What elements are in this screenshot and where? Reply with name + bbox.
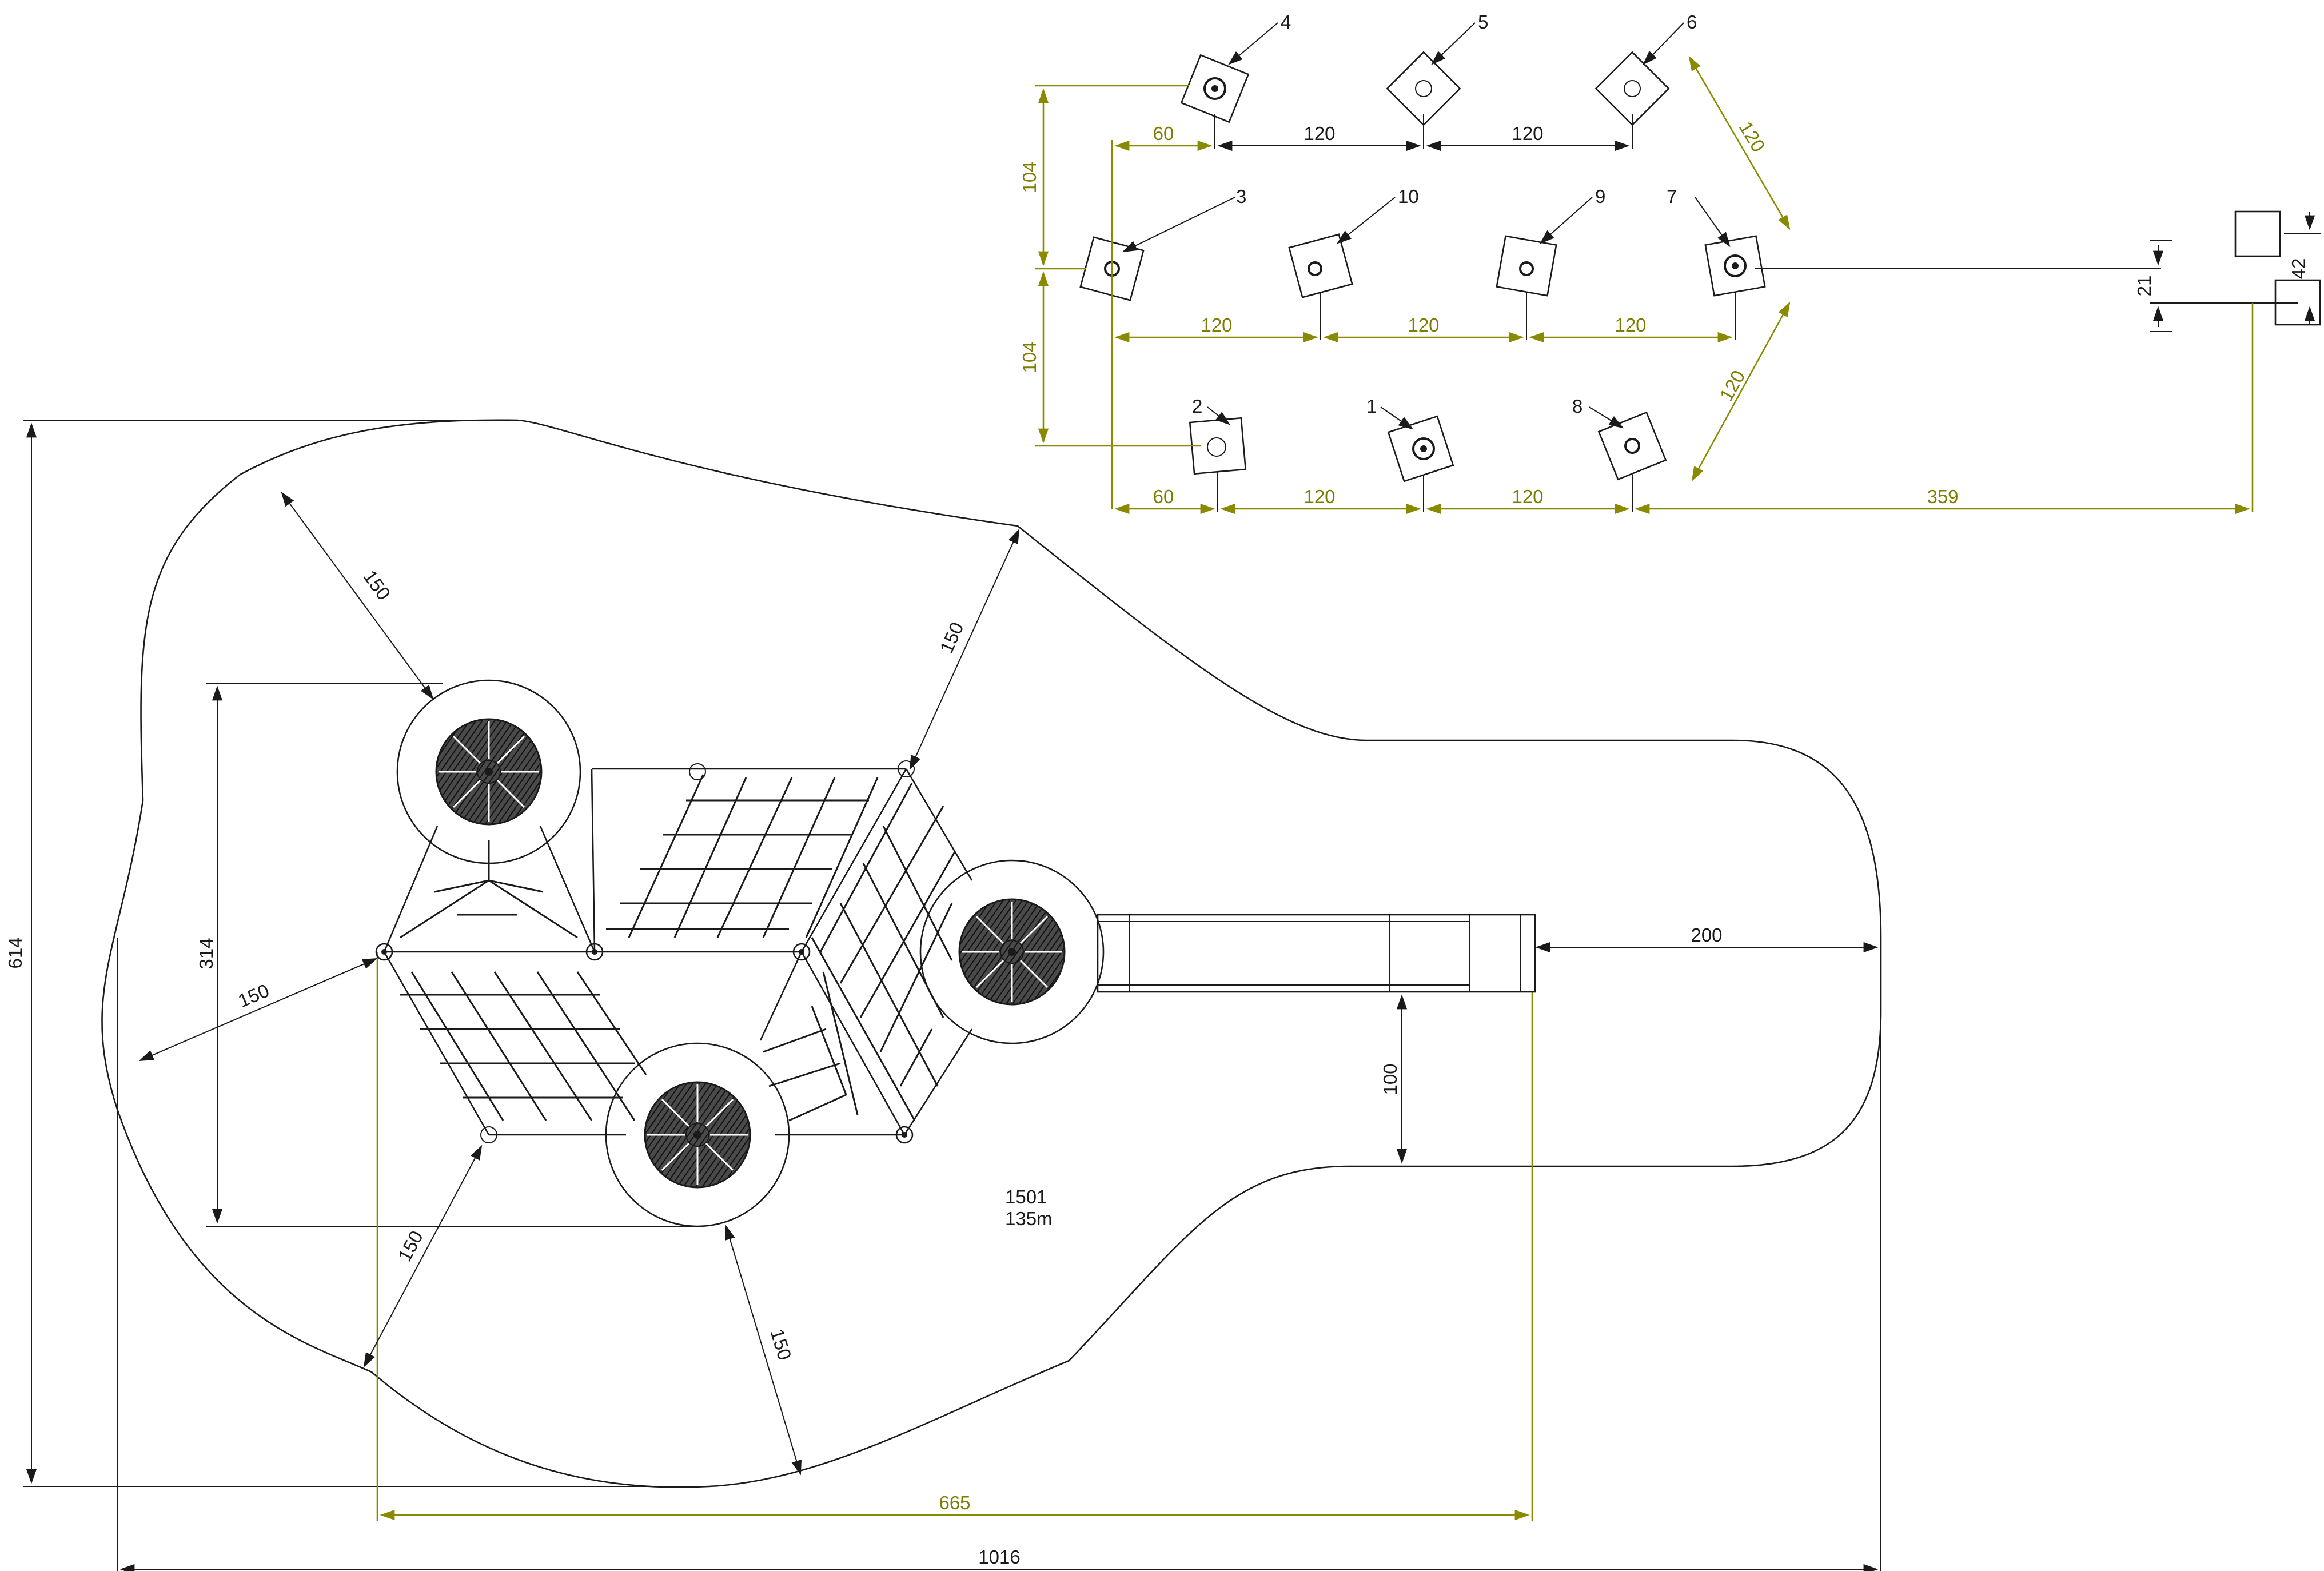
- dim-mid-120-a: 120: [1201, 314, 1232, 336]
- dimension-footprint: 665: [376, 952, 1533, 1521]
- dim-1016: 1016: [978, 1546, 1020, 1568]
- footing-label-2: 2: [1192, 396, 1202, 417]
- dim-200: 200: [1691, 924, 1722, 946]
- dimension-slide-clearance: 200: [1535, 924, 1879, 953]
- area-code: 1501: [1005, 1186, 1047, 1207]
- footing-7: [1704, 235, 1766, 297]
- dim-top-120-b: 120: [1512, 123, 1543, 144]
- dim-bot-359: 359: [1927, 486, 1958, 507]
- dim-150-e: 150: [766, 1326, 795, 1362]
- tower-bottom: [605, 1042, 790, 1227]
- triangle-net-left: [400, 840, 578, 939]
- slide: [1097, 914, 1536, 993]
- footing-label-6: 6: [1687, 11, 1697, 33]
- dim-314: 314: [196, 938, 217, 969]
- dim-150-d: 150: [394, 1227, 428, 1265]
- climbing-net-right: [811, 760, 956, 1121]
- triangle-net-middle: [763, 971, 859, 1122]
- frame-posts: [375, 943, 914, 1144]
- dimension-safety-zones: 150 150 150 150 150: [138, 491, 1020, 1476]
- dim-diag-120-a: 120: [1735, 118, 1769, 155]
- dim-150-b: 150: [935, 619, 967, 656]
- footing-5: [1386, 51, 1461, 126]
- climbing-net-upper: [606, 763, 879, 938]
- dim-vert-104-b: 104: [1019, 341, 1040, 373]
- dimension-total-width: 1016: [117, 938, 1881, 1571]
- footing-10: [1288, 233, 1353, 298]
- footing-label-3: 3: [1236, 186, 1246, 207]
- dimension-slide-side: 100: [1380, 994, 1408, 1164]
- footing-label-8: 8: [1572, 396, 1582, 417]
- footing-1: [1387, 415, 1454, 483]
- tower-top-left: [396, 679, 581, 864]
- foundation-plan: 4 5 6 3 10 9 7 2 1 8 60: [1019, 11, 2321, 515]
- dimension-total-height: 614: [5, 420, 709, 1487]
- dim-665: 665: [939, 1492, 970, 1513]
- dim-bot-120-b: 120: [1512, 486, 1543, 507]
- dim-slide-21: 21: [2134, 276, 2155, 297]
- dim-top-120-a: 120: [1303, 123, 1335, 144]
- tower-frame-lines: [383, 768, 973, 1136]
- footing-label-10: 10: [1398, 186, 1419, 207]
- climbing-net-lower: [400, 971, 647, 1143]
- dim-slide-42: 42: [2288, 258, 2309, 280]
- safety-zone-outline: [101, 419, 1882, 1488]
- footing-label-7: 7: [1667, 186, 1677, 207]
- footing-label-5: 5: [1478, 11, 1488, 33]
- dim-150-a: 150: [359, 566, 394, 604]
- area-size: 135m: [1005, 1208, 1053, 1229]
- footing-slide-upper: [2234, 210, 2281, 257]
- dim-mid-120-b: 120: [1408, 314, 1439, 336]
- dim-mid-120-c: 120: [1615, 314, 1646, 336]
- footing-6: [1594, 51, 1670, 126]
- footing-8: [1597, 411, 1667, 481]
- footing-4: [1180, 54, 1250, 123]
- dim-diag-120-b: 120: [1715, 366, 1749, 404]
- dim-614: 614: [5, 937, 26, 968]
- footing-label-1: 1: [1366, 396, 1377, 417]
- dim-150-c: 150: [235, 980, 272, 1012]
- dim-bot-120-a: 120: [1303, 486, 1335, 507]
- dim-top-60: 60: [1153, 123, 1174, 144]
- footing-label-4: 4: [1281, 11, 1291, 33]
- dim-bot-60: 60: [1153, 486, 1174, 507]
- footing-label-9: 9: [1595, 186, 1605, 207]
- dim-100: 100: [1380, 1063, 1401, 1095]
- dim-vert-104-a: 104: [1019, 161, 1040, 193]
- footing-9: [1496, 235, 1557, 297]
- tower-right: [919, 859, 1105, 1044]
